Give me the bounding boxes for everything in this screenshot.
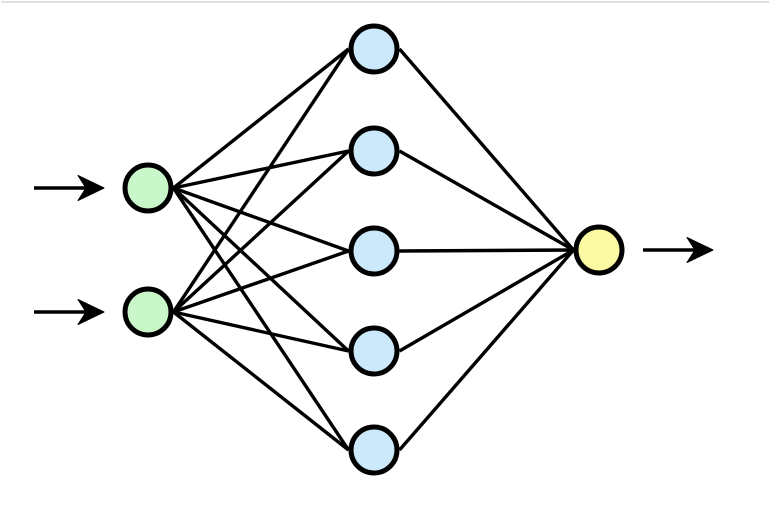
edge-i1-h5	[172, 187, 350, 451]
edge-i1-h3	[172, 186, 350, 253]
hidden-node-5	[348, 424, 400, 476]
edge-i2-h4	[173, 310, 349, 353]
edge-i1-h2	[173, 149, 349, 190]
edge-h5-o1	[398, 248, 575, 452]
hidden-node-4	[348, 325, 400, 377]
edge-i1-h1	[172, 47, 350, 190]
hidden-node-1	[348, 23, 400, 75]
edge-i2-h5	[172, 310, 350, 452]
edge-i2-h3	[172, 249, 350, 314]
top-border	[1, 1, 769, 3]
input-node-1	[122, 162, 174, 214]
hidden-node-3	[348, 225, 400, 277]
hidden-node-2	[348, 125, 400, 177]
edge-h4-o1	[398, 248, 575, 353]
output-arrow-head	[686, 237, 714, 263]
edge-i2-h2	[172, 149, 350, 314]
edge-h1-o1	[398, 47, 575, 252]
input-node-2	[122, 286, 174, 338]
input-arrow-1-head	[77, 175, 105, 201]
edge-h3-o1	[399, 248, 574, 253]
input-arrow-2-head	[77, 299, 105, 325]
edge-i1-h4	[172, 186, 350, 353]
edge-h2-o1	[398, 149, 575, 252]
edge-i2-h1	[172, 48, 350, 313]
output-node-1	[573, 224, 625, 276]
